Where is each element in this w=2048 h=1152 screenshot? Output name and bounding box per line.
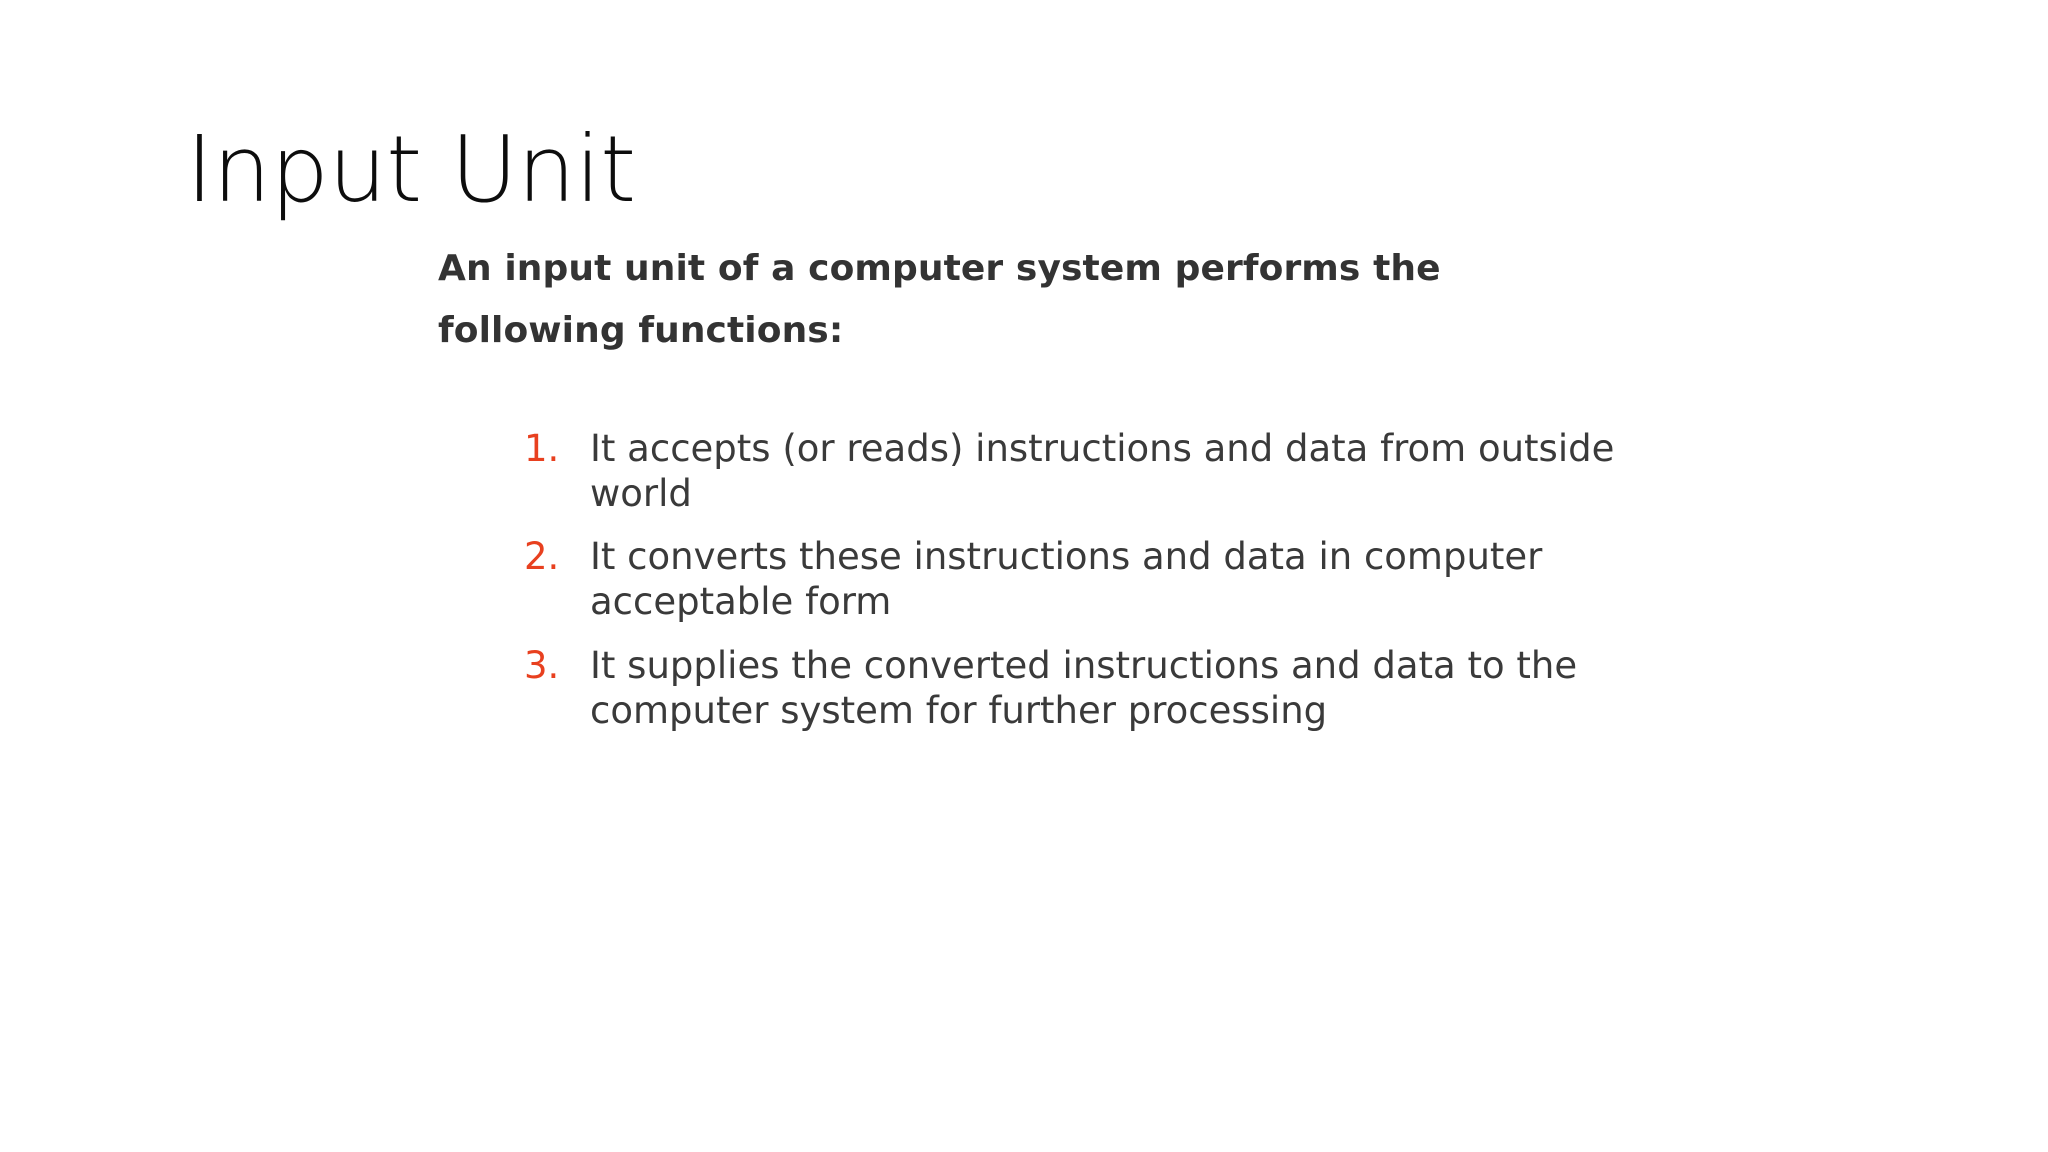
list-item: 2. It converts these instructions and da…: [524, 534, 1704, 624]
functions-list: 1. It accepts (or reads) instructions an…: [524, 426, 1704, 733]
slide-body: An input unit of a computer system perfo…: [438, 238, 1738, 732]
page-title: Input Unit: [186, 115, 636, 223]
list-item-text: It converts these instructions and data …: [590, 535, 1543, 624]
list-item-text: It accepts (or reads) instructions and d…: [590, 427, 1615, 516]
list-item: 1. It accepts (or reads) instructions an…: [524, 426, 1704, 516]
list-item: 3. It supplies the converted instruction…: [524, 643, 1704, 733]
lead-heading: An input unit of a computer system perfo…: [438, 248, 1441, 351]
list-marker: 3.: [524, 643, 560, 687]
list-item-text: It supplies the converted instructions a…: [590, 643, 1578, 732]
list-marker: 1.: [524, 427, 560, 470]
list-marker: 2.: [524, 535, 560, 579]
